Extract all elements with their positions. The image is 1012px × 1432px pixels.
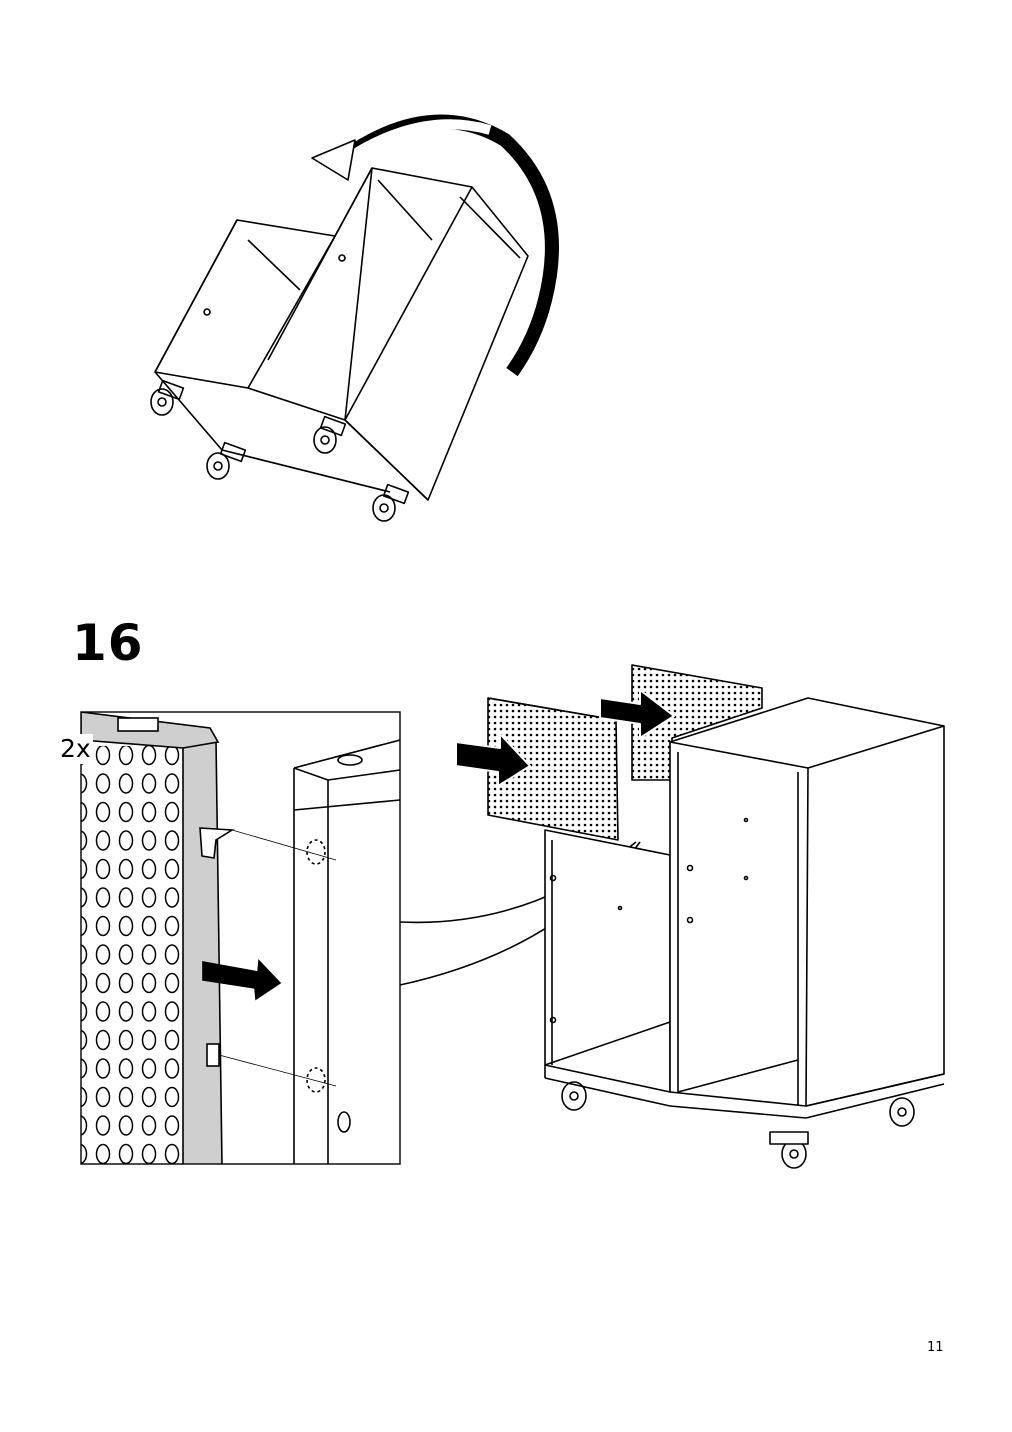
caster-wheel-icon — [150, 379, 410, 522]
page-number: 11 — [927, 1340, 944, 1355]
quantity-label: 2x — [58, 734, 93, 764]
rotate-arrowhead-icon — [311, 139, 356, 181]
insert-arrow-icon — [599, 689, 675, 739]
caster-wheel-icon — [561, 1081, 915, 1169]
step-number: 16 — [72, 614, 144, 672]
insert-arrow-icon — [455, 733, 531, 787]
insert-arrow-icon — [202, 959, 282, 1001]
